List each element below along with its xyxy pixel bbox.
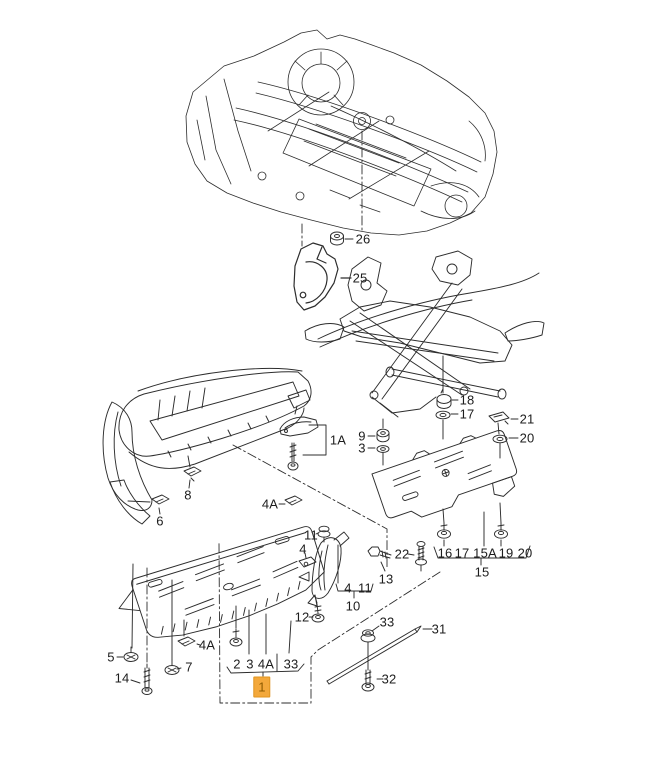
bracket-1a-drawing [279, 416, 327, 471]
nut-26-icon [330, 231, 354, 246]
part-label-4: 4 [299, 541, 307, 557]
part-label-5: 5 [107, 649, 115, 665]
part-label-4A: 4A [261, 496, 279, 512]
part-label-26: 26 [355, 231, 371, 247]
part-label-12: 12 [294, 609, 310, 625]
part-label-32: 32 [381, 671, 397, 687]
clip-6-icon [151, 494, 170, 505]
bolt-18-icon [436, 388, 459, 409]
front-subframe-drawing [304, 250, 545, 418]
part-label-17: 17 [454, 545, 470, 561]
part-label-4A: 4A [198, 637, 216, 653]
clip-4a-lower-icon [177, 619, 201, 647]
part-label-9: 9 [358, 428, 366, 444]
part-label-20: 20 [519, 430, 535, 446]
part-label-4A: 4A [257, 656, 275, 672]
part-label-6: 6 [156, 513, 164, 529]
washer-17-icon [435, 410, 459, 440]
screw-2-icon [229, 628, 243, 647]
reference-lines [146, 130, 441, 704]
part-label-15A: 15A [473, 545, 497, 561]
part-label-33: 33 [379, 614, 395, 630]
part-label-33: 33 [283, 656, 299, 672]
part-label-19: 19 [498, 545, 514, 561]
screw-7-icon [164, 659, 182, 675]
clip-4a-upper-icon [278, 495, 303, 506]
part-label-16: 16 [437, 545, 453, 561]
part-label-25: 25 [352, 270, 368, 286]
rear-underbody-panel-drawing [371, 429, 531, 566]
screw-5-icon [116, 646, 139, 662]
screw-22-icon [407, 541, 427, 572]
clip-8-icon [183, 466, 202, 482]
part-label-18: 18 [459, 392, 475, 408]
part-label-31: 31 [431, 621, 447, 637]
part-label-2: 2 [233, 656, 241, 672]
support-strut-drawing [307, 531, 374, 607]
screw-14-icon [130, 663, 153, 695]
part-label-4: 4 [344, 580, 352, 596]
part-label-22: 22 [394, 546, 410, 562]
highlighted-part-label-1: 1 [253, 676, 271, 698]
part-label-11: 11 [358, 580, 372, 596]
clip-11-icon [315, 525, 331, 543]
washer-3-icon [367, 445, 390, 466]
bolt-13-icon [367, 546, 392, 572]
part-label-3: 3 [246, 656, 254, 672]
part-label-15: 15 [474, 564, 490, 580]
part-label-8: 8 [184, 487, 192, 503]
screw-16-icon [437, 522, 451, 539]
nut-33-icon [360, 625, 380, 671]
part-label-14: 14 [114, 670, 130, 686]
screw-32-icon [361, 669, 384, 692]
front-bumper-lower-drawing [102, 368, 312, 525]
part-label-17: 17 [459, 406, 475, 422]
main-skid-plate-drawing [118, 526, 325, 661]
part-label-20: 20 [517, 545, 533, 561]
part-label-10: 10 [345, 598, 361, 614]
bracket-4-icon [298, 552, 317, 582]
kit-group-brace [226, 653, 305, 677]
part-label-7: 7 [185, 659, 193, 675]
part-label-11: 11 [304, 527, 318, 543]
tie-rod-drawing [326, 625, 433, 685]
part-label-3: 3 [358, 440, 366, 456]
nut-9-icon [367, 418, 390, 443]
clip-21-icon [488, 411, 519, 425]
washer-20-icon [492, 422, 519, 459]
screw-19-icon [494, 522, 508, 539]
part-label-21: 21 [519, 411, 535, 427]
car-underbody-drawing [185, 29, 498, 236]
part-label-1A: 1A [329, 432, 347, 448]
part-label-13: 13 [378, 571, 394, 587]
bracket-25-drawing [293, 242, 352, 311]
